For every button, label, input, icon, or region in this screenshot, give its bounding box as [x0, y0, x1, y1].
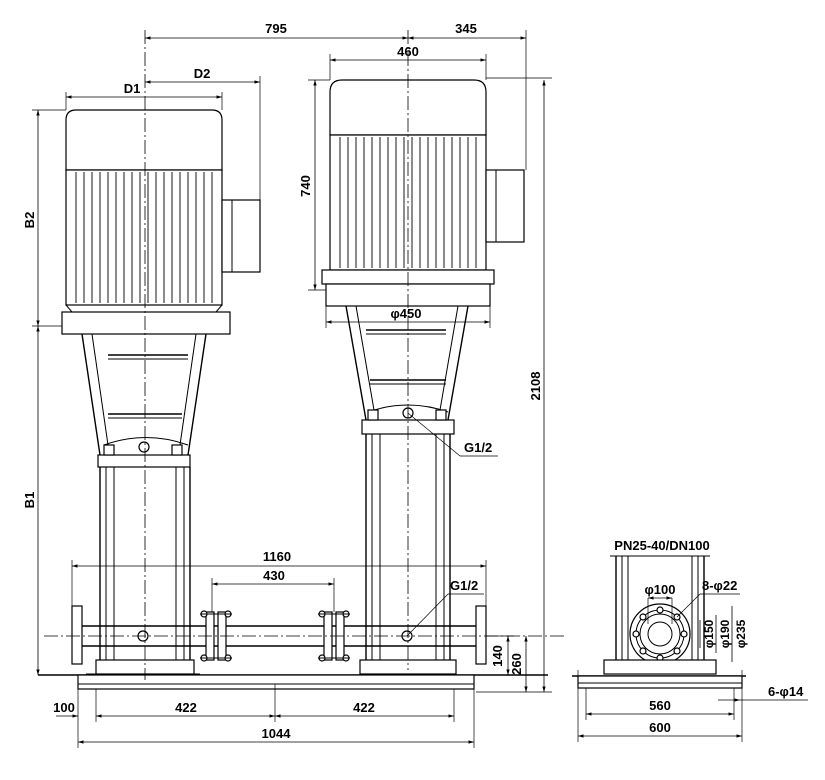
- left-motor-flange: [61, 311, 231, 335]
- dim-phi450-label: φ450: [391, 306, 422, 321]
- side-view-base: [572, 659, 746, 689]
- dim-phi100: φ100: [645, 582, 676, 624]
- dim-2108-label: 2108: [528, 372, 543, 401]
- dim-d2-label: D2: [194, 66, 211, 81]
- side-view-spec: PN25-40/DN100: [614, 538, 709, 553]
- dim-b2: B2: [22, 109, 66, 327]
- dim-side-560: 560: [577, 688, 743, 742]
- dim-422-right-label: 422: [353, 700, 375, 715]
- dim-phi100-label: φ100: [645, 582, 676, 597]
- callout-anchor-holes-label: 6-φ14: [768, 684, 804, 699]
- left-terminal-box: [221, 199, 261, 273]
- dim-phi450: φ450: [325, 306, 491, 328]
- dim-1160-label: 1160: [263, 549, 291, 564]
- left-pump: [61, 109, 261, 675]
- dim-560-label: 560: [649, 698, 671, 713]
- dim-2108: 2108: [476, 77, 552, 693]
- right-motor: [321, 79, 525, 285]
- right-motor-fins: [339, 137, 477, 268]
- dim-422-left-label: 422: [175, 700, 197, 715]
- dim-1160: 1160: [71, 549, 487, 606]
- dim-1044-label: 1044: [262, 726, 292, 741]
- side-view: PN25-40/DN100: [572, 538, 808, 742]
- right-terminal-box: [485, 169, 525, 243]
- callout-bolts: 8-φ22: [676, 578, 740, 618]
- front-manifold: [71, 605, 487, 665]
- right-pump: [321, 79, 525, 675]
- callout-anchor-holes: 6-φ14: [718, 684, 808, 702]
- dim-460-label: 460: [397, 44, 419, 59]
- dim-side-600: 600: [578, 720, 742, 738]
- dim-430: 430: [211, 568, 335, 612]
- callout-g12-bottom: G1/2: [406, 578, 484, 637]
- dim-phi190-label: φ190: [718, 619, 732, 648]
- dim-140-label: 140: [490, 645, 505, 667]
- front-base-frame: [38, 674, 548, 690]
- side-view-flange: [629, 603, 691, 665]
- dim-795: 795: [145, 21, 408, 40]
- dim-795-label: 795: [265, 21, 287, 36]
- dim-d2: D2: [145, 66, 261, 200]
- dim-100-label: 100: [53, 700, 75, 715]
- inlet-flange: [71, 605, 83, 665]
- dim-b1: B1: [22, 326, 40, 675]
- left-motor-fins: [75, 172, 213, 303]
- dim-430-label: 430: [263, 568, 285, 583]
- callout-g12-bottom-label: G1/2: [450, 578, 478, 593]
- callout-bolts-label: 8-φ22: [702, 578, 737, 593]
- outlet-flange: [475, 605, 487, 665]
- callout-g12-top-label: G1/2: [464, 440, 492, 455]
- dim-345: 345: [408, 21, 527, 170]
- dim-740-label: 740: [298, 175, 313, 197]
- left-pump-column: [86, 467, 200, 675]
- dim-phi150-label: φ150: [702, 619, 716, 648]
- dim-345-label: 345: [455, 21, 477, 36]
- dim-dia-stack: φ150 φ190 φ235: [699, 606, 748, 662]
- dim-260-label: 260: [509, 653, 524, 675]
- dim-b1-label: B1: [22, 492, 37, 509]
- dim-260: 260: [509, 636, 528, 692]
- side-view-columns: [610, 555, 710, 665]
- left-motor: [65, 109, 261, 313]
- dim-140: 140: [486, 635, 514, 675]
- dim-b2-label: B2: [22, 212, 37, 229]
- dim-d1-label: D1: [124, 81, 141, 96]
- dim-600-label: 600: [649, 720, 671, 735]
- dim-740: 740: [298, 79, 330, 291]
- dim-460: 460: [329, 44, 487, 80]
- dim-d1: D1: [65, 81, 223, 110]
- dim-phi235-label: φ235: [734, 619, 748, 648]
- dim-base: 100 422 422 1044: [53, 684, 475, 748]
- right-lantern: [345, 305, 469, 435]
- left-lantern: [81, 333, 207, 468]
- callout-g12-top: G1/2: [407, 412, 498, 457]
